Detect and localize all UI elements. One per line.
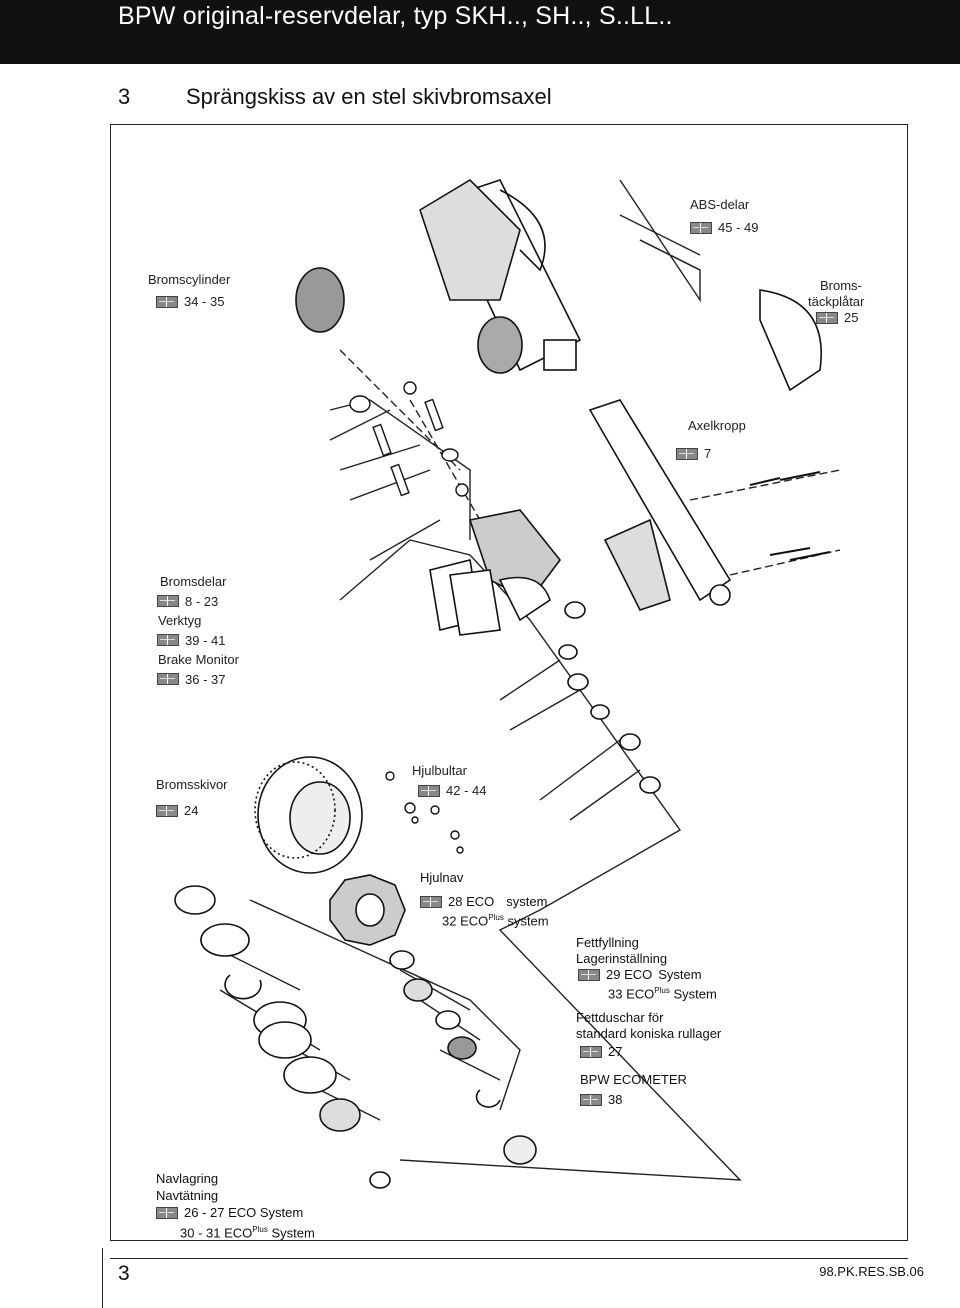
axle-body (588, 399, 732, 602)
brake-cover-plate (759, 289, 822, 392)
wheel-hub-ref2b: system (507, 913, 549, 929)
manual-ref-icon (156, 296, 178, 308)
page-number: 3 (118, 1262, 130, 1285)
diagram-frame (110, 124, 908, 1241)
ecometer-title: BPW ECOMETER (580, 1072, 687, 1087)
footer-rule (110, 1258, 908, 1259)
manual-ref-icon (157, 673, 179, 686)
grease-shower-title2: standard koniska rullager (576, 1026, 722, 1041)
brake-cylinder-ref: 34 - 35 (184, 294, 225, 309)
hub-bearing-ref1: 26 - 27 ECO System (184, 1205, 304, 1220)
manual-ref-icon (157, 595, 179, 608)
manual-ref-icon (418, 785, 440, 797)
grease-ref2-sup: Plus (654, 986, 670, 995)
manual-ref-icon (157, 634, 179, 647)
document-code: 98.PK.RES.SB.06 (819, 1264, 924, 1279)
tools-ref: 39 - 41 (185, 632, 226, 648)
grease-label: Fettfyllning Lagerinställning 29 ECO Sys… (576, 935, 717, 1002)
manual-ref-icon (578, 969, 600, 981)
manual-ref-icon (816, 312, 838, 324)
ecometer-label: BPW ECOMETER 38 (580, 1072, 687, 1108)
hub-bearing-title2: Navtätning (156, 1188, 219, 1203)
wheel-bolts-title: Hjulbultar (412, 763, 467, 778)
ecometer-ref: 38 (608, 1092, 623, 1107)
manual-ref-icon (580, 1094, 602, 1106)
brake-cover-title2: täckplåtar (808, 294, 865, 309)
section-number: 3 (118, 84, 131, 109)
hub-bearing-ref2-sup: Plus (252, 1225, 268, 1234)
page-header: BPW original-reservdelar, typ SKH.., SH.… (0, 0, 960, 64)
manual-ref-icon (156, 805, 178, 817)
wheel-hub-title: Hjulnav (420, 870, 464, 885)
wheel-bolts-ref: 42 - 44 (446, 783, 487, 798)
grease-ref1b: System (658, 967, 702, 982)
hub-bearing-label: Navlagring Navtätning 26 - 27 ECO System… (156, 1170, 315, 1241)
leader-lines-top (619, 179, 701, 303)
brake-cylinder-title: Bromscylinder (148, 272, 231, 287)
brake-monitor-ref: 36 - 37 (185, 671, 226, 687)
brake-parts-ref: 8 - 23 (185, 593, 219, 609)
header-title: BPW original-reservdelar, typ SKH.., SH.… (118, 2, 673, 30)
brake-disc-label: Bromsskivor 24 (156, 777, 228, 819)
axle-body-ref: 7 (704, 446, 712, 461)
hub-bearing-title1: Navlagring (156, 1171, 219, 1186)
grease-shower-title1: Fettduschar för (576, 1010, 664, 1025)
grease-title2: Lagerinställning (576, 951, 668, 966)
abs-title: ABS-delar (690, 197, 750, 212)
abs-parts-label: ABS-delar 45 - 49 (690, 197, 758, 236)
section-title: Sprängskiss av en stel skivbromsaxel (186, 84, 552, 109)
manual-ref-icon (676, 448, 698, 460)
manual-ref-icon (690, 222, 712, 234)
grease-ref2: 33 ECO (608, 986, 655, 1002)
brake-cover-label: Broms- täckplåtar 25 (808, 278, 864, 326)
wheel-hub-ref1: 28 ECO (448, 894, 495, 909)
wheel-bolts-label: Hjulbultar 42 - 44 (412, 763, 486, 799)
axle-body-label: Axelkropp 7 (676, 418, 746, 462)
leader-lines-bearings (249, 899, 521, 1111)
axle-body-title: Axelkropp (688, 418, 746, 433)
brake-parts-title: Bromsdelar (160, 574, 227, 589)
grease-ref1: 29 ECO (606, 967, 653, 982)
brake-cover-title1: Broms- (820, 278, 862, 293)
grease-shower-ref: 27 (608, 1044, 623, 1059)
brake-cover-ref: 25 (844, 310, 859, 325)
wheel-hub-ref2: 32 ECO (442, 913, 489, 929)
brake-cylinder-label: Bromscylinder 34 - 35 (148, 272, 230, 310)
brake-parts-label: Bromsdelar 8 - 23 Verktyg 39 - 41 Brake … (157, 572, 239, 689)
brake-disc-ref: 24 (184, 803, 199, 818)
manual-ref-icon (420, 896, 442, 908)
manual-ref-icon (156, 1206, 178, 1219)
hub-bearing-ref2b: System (271, 1225, 315, 1241)
grease-shower-label: Fettduschar för standard koniska rullage… (576, 1010, 721, 1060)
leader-lines-brake (339, 539, 742, 1181)
manual-ref-icon (580, 1046, 602, 1058)
brake-monitor-title: Brake Monitor (158, 652, 239, 667)
grease-title1: Fettfyllning (576, 935, 639, 950)
wheel-hub-ref1b: system (506, 894, 548, 909)
hub-bearing-ref2: 30 - 31 ECO (180, 1225, 253, 1241)
wheel-hub-ref2-sup: Plus (488, 913, 504, 922)
tools-title: Verktyg (158, 613, 202, 628)
seal-ring (174, 885, 216, 915)
footer-side-rule (102, 1248, 103, 1308)
abs-ref: 45 - 49 (718, 220, 759, 235)
wheel-hub-label: Hjulnav 28 ECO system 32 ECOPlus system (420, 870, 549, 929)
grease-ref2b: System (673, 986, 717, 1002)
brake-disc-title: Bromsskivor (156, 777, 228, 792)
